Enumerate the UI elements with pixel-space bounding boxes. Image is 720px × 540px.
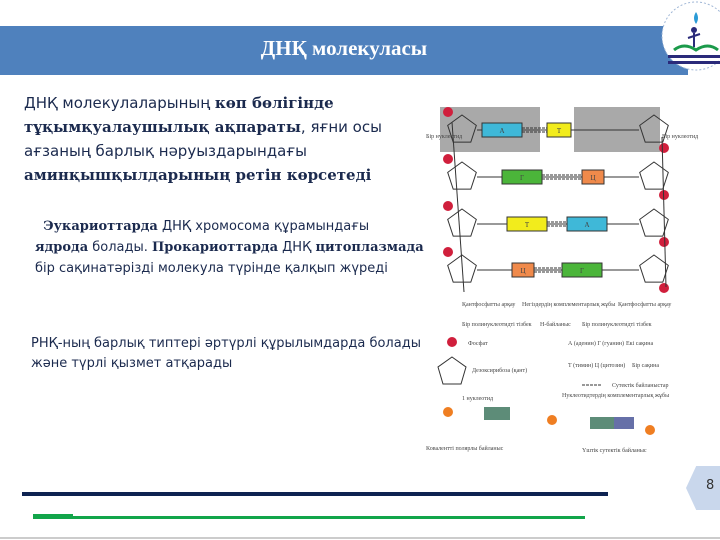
phosphate-icon [447, 337, 457, 347]
label: Қантфосфатты арқау [618, 301, 671, 308]
bold-text: Прокариоттарда [152, 240, 278, 255]
phosphate-icon [659, 283, 669, 293]
base-Т [546, 122, 572, 138]
divider-navy [22, 492, 608, 496]
base-label: Ц [590, 174, 595, 182]
bold-text: ядрода [35, 240, 89, 255]
text: , яғни осы ағзаның барлық нәруыздарындағ… [24, 118, 382, 160]
label: Бір полинуклеотидті тізбек [582, 321, 652, 328]
page-number-badge [686, 466, 720, 510]
eukaryote-paragraph: Эукариоттарда ДНҚ хромосома құрамындағы … [35, 216, 425, 279]
base-Ц [581, 169, 605, 185]
base-label: А [499, 127, 504, 135]
base-label: А [584, 221, 589, 229]
phosphate-icon [443, 247, 453, 257]
base-А [481, 122, 523, 138]
label: Үштік сутектік байланыс [582, 447, 647, 454]
divider-green-accent [33, 514, 73, 516]
base-icon [484, 407, 510, 420]
phosphate-icon [443, 407, 453, 417]
base-label: Г [580, 267, 584, 275]
label: Н-байланыс [540, 321, 571, 328]
label: Т (тимин) Ц (цитозин) [568, 362, 625, 369]
label: Нуклеотидтердің комплементарлық жұбы [562, 392, 669, 399]
base-Г [501, 169, 543, 185]
sugar-icon [447, 161, 477, 190]
label: Сутектік байланыстар [612, 382, 669, 389]
text: ДНҚ хромосома құрамындағы [157, 219, 370, 234]
base-А [566, 216, 608, 232]
title-bar: ДНҚ молекуласы [0, 26, 688, 75]
page-title: ДНҚ молекуласы [260, 36, 428, 60]
dna-info-paragraph: ДНҚ молекулаларының көп бөлігінде тұқымқ… [24, 91, 424, 187]
base-Т [506, 216, 548, 232]
sugar-icon [639, 208, 669, 237]
deoxyribose-icon [437, 356, 467, 385]
phosphate-icon [659, 237, 669, 247]
base-label: Т [525, 221, 530, 229]
sugar-icon [639, 114, 669, 143]
label: Бір полинуклеотидті тізбек [462, 321, 532, 328]
sugar-icon [639, 254, 669, 283]
divider-green [33, 516, 585, 519]
bottom-border [0, 537, 720, 539]
text: болады. [88, 240, 153, 255]
label: Қантфосфатты арқау [462, 301, 515, 308]
label: Бір нуклеотид [426, 134, 462, 140]
label: А (аденин) Г (гуанин) [568, 340, 624, 347]
base-icon [590, 417, 614, 429]
bold-text: аминқышқылдарының ретін көрсетеді [24, 166, 372, 184]
phosphate-icon [443, 154, 453, 164]
label: Бір сақина [632, 363, 659, 369]
sugar-icon [639, 161, 669, 190]
base-Г [561, 262, 603, 278]
page-number: 8 [706, 478, 715, 493]
base-label: Г [520, 174, 524, 182]
text: ДНҚ молекулаларының [24, 94, 215, 112]
label: Екі сақина [626, 341, 653, 347]
label: Бір нуклеотид [662, 134, 698, 140]
sugar-icon [447, 208, 477, 237]
bold-text: Эукариоттарда [43, 219, 158, 234]
base-label: Ц [520, 267, 525, 275]
phosphate-icon [443, 201, 453, 211]
phosphate-icon [443, 107, 453, 117]
phosphate-icon [659, 143, 669, 153]
rna-paragraph: РНҚ-ның барлық типтері әртүрлі құрылымда… [31, 336, 421, 371]
phosphate-icon [547, 415, 557, 425]
base-label: Т [557, 127, 562, 135]
school-logo [661, 1, 720, 71]
text: бір сақинатәрізді молекула түрінде қалқы… [35, 261, 388, 276]
dna-structure-diagram: Бір нуклеотид Бір нуклеотид А Т Г Ц Т А Ц Г Қан… [426, 107, 698, 454]
base-Ц [511, 262, 535, 278]
bold-text: көп бөлігінде тұқымқуалаушылық ақпараты [24, 94, 334, 136]
label: Негіздердің комплементарлық жұбы [522, 301, 615, 308]
label: Дезоксирибоза (қант) [472, 367, 527, 374]
base-icon [614, 417, 634, 429]
text: ДНҚ [278, 240, 316, 255]
label: Фосфат [468, 340, 488, 347]
bold-text: цитоплазмада [315, 240, 424, 255]
label: Ковалентті полярлы байланыс [426, 445, 504, 452]
label: 1 нуклеотид [462, 396, 493, 402]
phosphate-icon [645, 425, 655, 435]
sugar-icon [447, 114, 477, 143]
